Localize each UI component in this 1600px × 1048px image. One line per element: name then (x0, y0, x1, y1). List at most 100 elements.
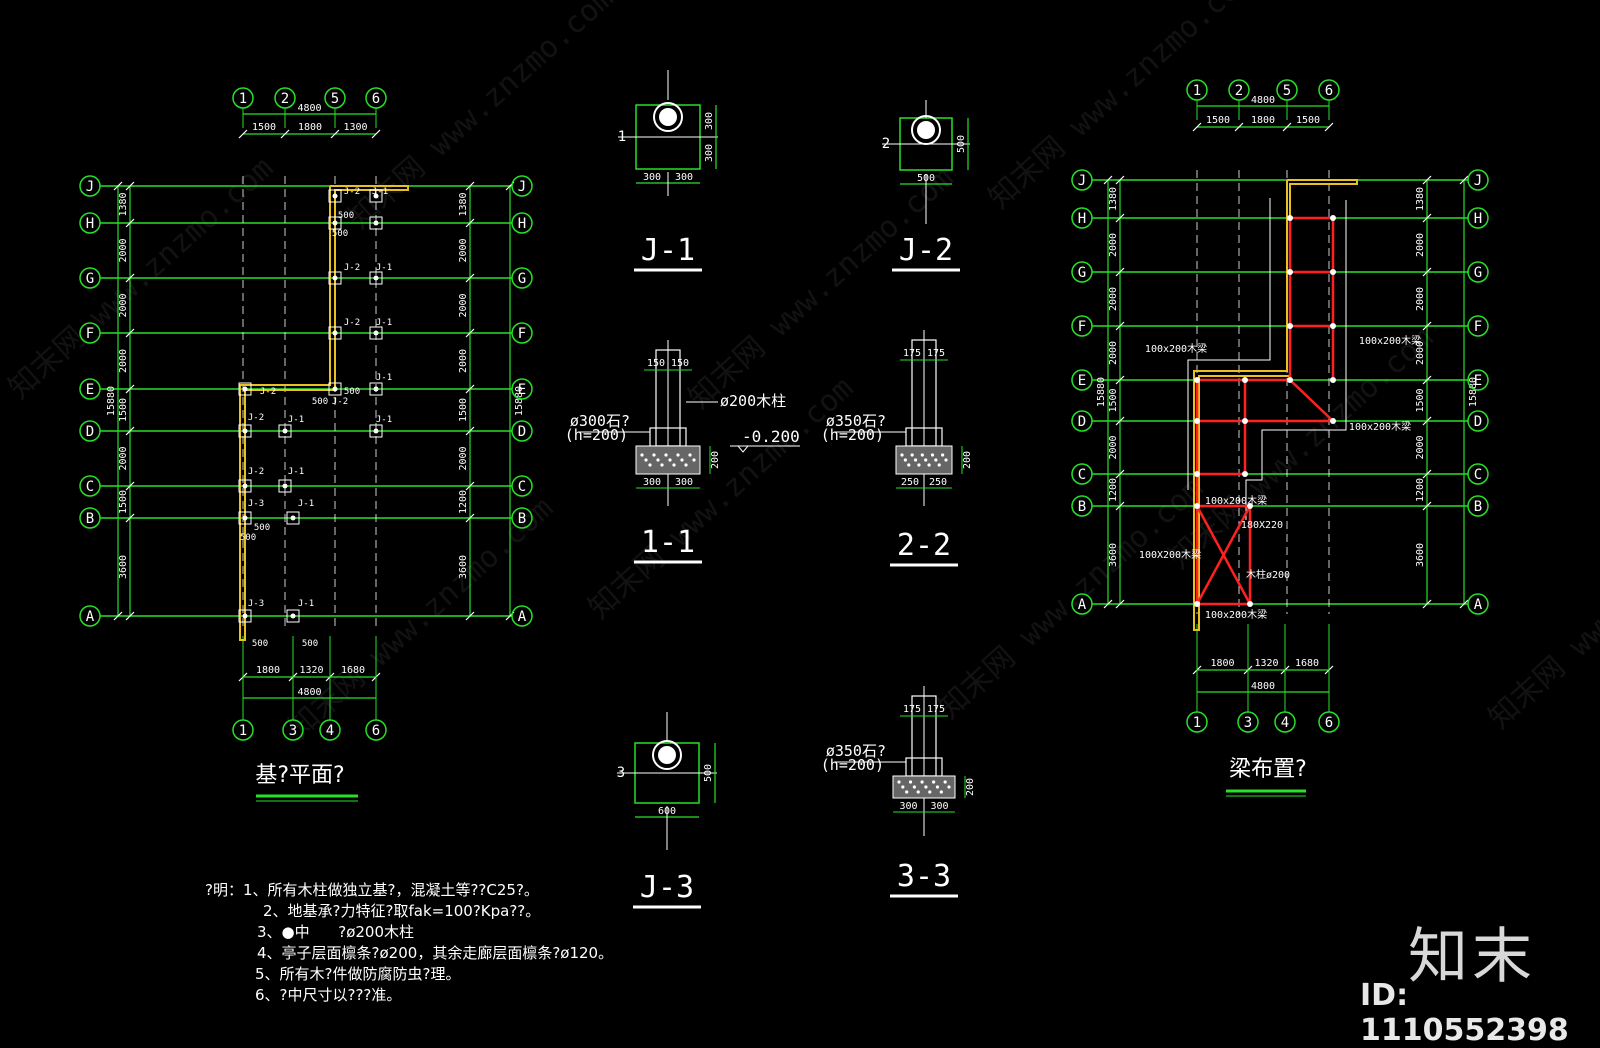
aggregate-dot (676, 453, 680, 457)
dim-label: 1500 (1108, 388, 1119, 412)
col-axis-bottom-3-circle (282, 719, 304, 741)
beam-member (1197, 421, 1247, 476)
row-axis-D: D (1474, 414, 1482, 430)
dim-label: 2000 (1415, 341, 1426, 365)
column-dot (282, 483, 288, 489)
dim-label: 175 (903, 704, 921, 715)
col-axis-bottom-3: 3 (1244, 715, 1252, 731)
row-axis-G-circle (511, 267, 533, 289)
dim-label: 3600 (1108, 543, 1119, 567)
level-label: -0.200 (742, 427, 800, 446)
col-axis-bottom-6: 6 (372, 723, 380, 739)
row-axis-D-circle (79, 420, 101, 442)
row-axis-E: E (518, 382, 526, 398)
dimension-tick (125, 513, 135, 523)
row-axis-A-circle (1071, 593, 1093, 615)
dim-label: 2000 (1108, 341, 1119, 365)
column-dot (332, 386, 338, 392)
dimension-tick (465, 426, 475, 436)
dim-label: 1380 (118, 192, 129, 216)
dimension-tick (1422, 375, 1432, 385)
col-axis-top-1-circle (232, 87, 254, 109)
aggregate-dot (908, 780, 913, 784)
row-axis-A-circle (79, 605, 101, 627)
stone-label: ø350石? (826, 742, 886, 760)
wall-outline (1193, 179, 1358, 631)
aggregate-dot (648, 463, 652, 467)
dimension-tick (280, 129, 290, 139)
top-dim: 1500 (252, 122, 276, 133)
col-axis-bottom-4-circle (1274, 711, 1296, 733)
aggregate-dot (907, 463, 911, 467)
aggregate-dot (656, 458, 660, 462)
stone-height-label: (h=200) (565, 426, 628, 444)
footing-pad (369, 382, 383, 396)
row-axis-G: G (1474, 265, 1482, 281)
row-axis-E-circle (79, 378, 101, 400)
bottom-dim: 1680 (341, 665, 365, 676)
section-title: 2-2 (897, 528, 951, 563)
aggregate-dot (692, 458, 696, 462)
beam-label: 100x200木梁 (1205, 494, 1267, 507)
aggregate-dot (903, 458, 907, 462)
row-axis-H-circle (511, 212, 533, 234)
row-axis-B-circle (1071, 495, 1093, 517)
dimension-tick (1422, 213, 1432, 223)
column-dot (242, 428, 248, 434)
dim-label: 1500 (118, 398, 129, 422)
col-axis-top-1: 1 (1193, 83, 1201, 99)
footing-pad (369, 326, 383, 340)
row-axis-E: E (1078, 373, 1086, 389)
column-node (1194, 471, 1200, 477)
dimension-tick (465, 273, 475, 283)
footing-label: J-2 (248, 413, 264, 423)
dimension-tick (1422, 416, 1432, 426)
column-dot (373, 386, 379, 392)
aggregate-dot (640, 453, 644, 457)
row-axis-J: J (1078, 173, 1086, 189)
note-line: 3、●中 ?ø200木柱 (257, 923, 415, 941)
row-axis-A-circle (511, 605, 533, 627)
column-node (1194, 601, 1200, 607)
row-axis-J: J (518, 179, 526, 195)
dim-label: 1380 (1415, 187, 1426, 211)
footing-label: J-2 (260, 387, 276, 397)
column-node (1287, 215, 1293, 221)
aggregate-dot (943, 780, 947, 784)
aggregate-dot (920, 780, 924, 784)
footing-label: J-1 (376, 415, 392, 425)
col-axis-bottom-6-circle (365, 719, 387, 741)
column-dot (373, 220, 379, 226)
aggregate-dot (947, 785, 951, 789)
footing-pad (238, 424, 252, 438)
dim-label: 300 (899, 801, 917, 812)
dim-label: 1500 (458, 398, 469, 422)
footing-label: 500 (302, 639, 318, 649)
dimension-tick (1422, 321, 1432, 331)
row-axis-E-circle (511, 378, 533, 400)
section-title: 1-1 (641, 525, 695, 560)
footing-label: 500 (240, 533, 256, 543)
dimension-tick (125, 426, 135, 436)
aggregate-dot (660, 463, 664, 467)
column-node (1330, 269, 1336, 275)
dim-label: 150 (671, 358, 689, 369)
column-dot (373, 193, 379, 199)
aggregate-dot (924, 458, 928, 462)
column-dot (282, 428, 288, 434)
dimension-tick (238, 129, 248, 139)
col-axis-top-5: 5 (1283, 83, 1291, 99)
foundation-plan-title: 基?平面? (255, 763, 344, 788)
footing-label: J-1 (288, 467, 304, 477)
row-axis-F-circle (79, 322, 101, 344)
dimension-tick (1115, 175, 1125, 185)
dimension-tick (465, 384, 475, 394)
footing-label: J-3 (248, 599, 264, 609)
detail-title: J-3 (640, 870, 694, 905)
row-axis-C: C (86, 479, 94, 495)
dimension-tick (125, 328, 135, 338)
dim-label: 2000 (1108, 435, 1119, 459)
